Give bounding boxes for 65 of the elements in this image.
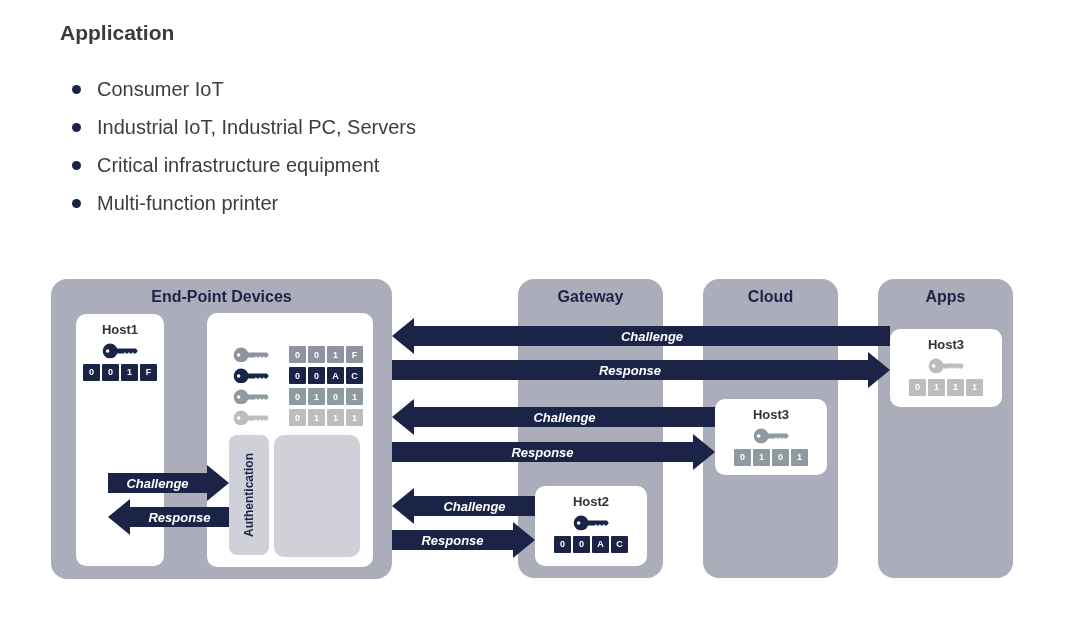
- bullet-text: Consumer IoT: [97, 77, 224, 101]
- host-card: [890, 329, 1002, 407]
- edge-label: Response: [421, 532, 484, 548]
- group-panel: [51, 279, 392, 579]
- host-card: [715, 399, 827, 475]
- heading: Application: [60, 21, 175, 45]
- panel-title: Apps: [925, 288, 966, 306]
- digit-cell: C: [611, 535, 628, 553]
- panel-label: Authentication: [242, 453, 256, 537]
- digit-cell: 0: [573, 535, 590, 553]
- digit-cell: 0: [289, 346, 306, 363]
- digit-cell: 0: [772, 448, 789, 466]
- digit-cell: 0: [102, 363, 119, 381]
- host-title: Host2: [572, 494, 610, 509]
- digit-cell: 0: [308, 346, 325, 363]
- digit-cell: 0: [289, 388, 306, 405]
- edge-label: Challenge: [443, 498, 506, 514]
- digit-cell: 1: [947, 378, 964, 396]
- digit-cell: F: [140, 363, 157, 381]
- digit-cell: 1: [753, 448, 770, 466]
- arrow: [108, 465, 229, 501]
- edge-label: Challenge: [533, 409, 596, 425]
- host-title: Host3: [752, 407, 790, 422]
- digit-cell: 1: [966, 378, 983, 396]
- digit-cell: 0: [83, 363, 100, 381]
- arrow: [392, 522, 535, 558]
- arrow: [392, 352, 890, 388]
- panel-title: End-Point Devices: [151, 288, 292, 306]
- digit-cell: 1: [928, 378, 945, 396]
- bullet-text: Critical infrastructure equipment: [97, 153, 380, 177]
- digit-cell: 1: [308, 409, 325, 426]
- host-card: [535, 486, 647, 566]
- edge-label: Challenge: [126, 475, 189, 491]
- edge-label: Response: [598, 362, 662, 378]
- digit-cell: C: [346, 367, 363, 384]
- digit-cell: F: [346, 346, 363, 363]
- edge-label: Response: [148, 509, 211, 525]
- arrow: [392, 399, 715, 435]
- digit-cell: 1: [327, 346, 344, 363]
- digit-cell: A: [592, 535, 609, 553]
- bullet-text: Multi-function printer: [97, 191, 279, 215]
- vertical-panel: [229, 435, 269, 555]
- panel-title: Cloud: [747, 288, 794, 306]
- digit-cell: 0: [734, 448, 751, 466]
- digit-cell: 0: [554, 535, 571, 553]
- empty-panel: [274, 435, 360, 557]
- panel-title: Gateway: [557, 288, 624, 306]
- digit-cell: 0: [289, 367, 306, 384]
- digit-cell: 1: [346, 388, 363, 405]
- digit-cell: 0: [289, 409, 306, 426]
- group-panel: [878, 279, 1013, 578]
- digit-cell: 1: [346, 409, 363, 426]
- host-title: Host1: [101, 322, 139, 337]
- digit-cell: 1: [791, 448, 808, 466]
- digit-cell: 0: [909, 378, 926, 396]
- edge-label: Response: [511, 444, 574, 460]
- edge-label: Challenge: [620, 328, 684, 344]
- digit-cell: 0: [308, 367, 325, 384]
- digit-cell: A: [327, 367, 344, 384]
- digit-cell: 1: [121, 363, 138, 381]
- digit-cell: 0: [327, 388, 344, 405]
- host-title: Host3: [927, 337, 965, 352]
- bullet-text: Industrial IoT, Industrial PC, Servers: [97, 115, 416, 139]
- digit-cell: 1: [327, 409, 344, 426]
- digit-cell: 1: [308, 388, 325, 405]
